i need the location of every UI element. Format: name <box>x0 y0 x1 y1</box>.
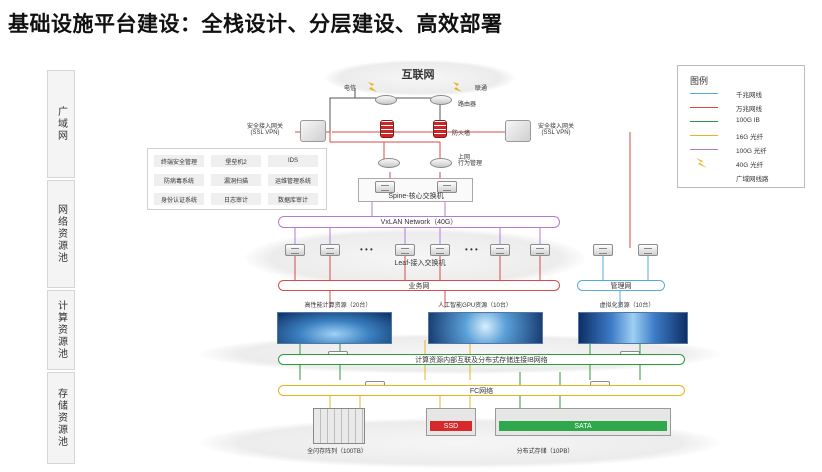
security-chip-log-audit: 日志审计 <box>211 193 261 205</box>
leaf-switch-icon-6 <box>530 244 550 256</box>
mgmt-switch-icon-2 <box>638 244 658 256</box>
legend-swatch-10g <box>690 107 718 108</box>
distributed-storage-label: 分布式存储（10PB） <box>516 449 574 455</box>
sata-storage-unit: SATA <box>495 408 671 436</box>
leaf-switch-icon-1 <box>285 244 305 256</box>
ssd-storage-unit: SSD <box>426 408 476 436</box>
zone-network-pool: 网络资源池 <box>47 180 75 288</box>
legend-item: 100G 光纤 <box>690 144 800 155</box>
vpn-gateway-right-icon <box>505 120 531 142</box>
router-icon-2 <box>430 95 452 105</box>
leaf-ellipsis-right: • • • <box>465 245 478 254</box>
router-label: 路由器 <box>458 102 477 108</box>
zone-storage-pool: 存储资源池 <box>47 372 75 464</box>
spine-switch-group: Spine-核心交换机 <box>358 178 473 202</box>
leaf-switch-icon-4 <box>430 244 450 256</box>
security-chip-antivirus: 防病毒系统 <box>154 174 204 186</box>
lightning-icon <box>696 158 707 168</box>
security-chip-vuln-scan: 漏洞扫描 <box>211 174 261 186</box>
legend-swatch-gigabit <box>690 93 718 94</box>
spine-switch-icon-2 <box>437 181 457 193</box>
vpn-right-label: 安全接入网关 (SSL VPN) <box>538 124 575 136</box>
firewall-icon-left <box>380 120 394 138</box>
vpn-left-label: 安全接入网关 (SSL VPN) <box>247 124 284 136</box>
business-network-bar: 业务网 <box>278 280 560 291</box>
security-chip-ops: 运维管理系统 <box>268 174 318 186</box>
legend-swatch-100g-fiber <box>690 149 718 150</box>
ai-label: 人工智能GPU资源（10台） <box>438 303 512 309</box>
mgmt-switch-icon-1 <box>593 244 613 256</box>
page-title: 基础设施平台建设：全栈设计、分层建设、高效部署 <box>8 13 503 36</box>
legend-item: 万兆网线 <box>690 102 800 113</box>
all-flash-label: 全闪存阵列（100TB） <box>307 449 367 455</box>
leaf-switch-icon-2 <box>320 244 340 256</box>
zone-wan: 广域网 <box>47 70 75 178</box>
cloud-band-network <box>245 228 585 288</box>
vpn-gateway-left-icon <box>300 120 326 142</box>
leaf-switch-icon-5 <box>490 244 510 256</box>
legend-title: 图例 <box>690 76 709 86</box>
isp-right-label: 联通 <box>475 86 488 92</box>
security-chip-ids: IDS <box>268 155 318 167</box>
security-systems-panel: 终端安全管理 堡垒机2 IDS 防病毒系统 漏洞扫描 运维管理系统 身份认证系统… <box>147 148 327 210</box>
spine-label: Spine-核心交换机 <box>388 193 444 200</box>
leaf-label: Leaf-接入交换机 <box>394 260 446 267</box>
behavior-mgmt-icon-right <box>430 158 452 168</box>
zone-storage-label: 存储资源池 <box>55 388 67 448</box>
legend-label: 广域网线路 <box>736 176 769 183</box>
security-chip-db-audit: 数据库审计 <box>268 193 318 205</box>
business-links <box>294 256 541 308</box>
behavior-mgmt-icon-left <box>378 158 400 168</box>
legend-swatch-100g-ib <box>690 121 718 122</box>
firewall-icon-right <box>433 120 447 138</box>
security-chip-bastion: 堡垒机2 <box>211 155 261 167</box>
virtualization-image <box>578 312 688 344</box>
lightning-marks <box>368 82 462 92</box>
legend-item: 100G IB <box>690 116 800 126</box>
legend-label: 千兆网线 <box>736 92 762 99</box>
ib-network-bar: 计算资源内部互联及分布式存储连接IB网络 <box>278 354 685 365</box>
legend-item: 广域网线路 <box>690 172 800 183</box>
behavior-label: 上网 行为管理 <box>458 155 483 167</box>
zone-wan-label: 广域网 <box>55 106 67 142</box>
ssd-badge: SSD <box>430 421 472 431</box>
legend-item: 千兆网线 <box>690 88 800 99</box>
all-flash-array-icon <box>313 408 365 444</box>
spine-switch-icon-1 <box>375 181 395 193</box>
sata-badge: SATA <box>499 421 667 431</box>
legend-label: 100G 光纤 <box>736 148 767 155</box>
legend-box: 图例 千兆网线 万兆网线 100G IB 16G 光纤 100G 光纤 40G … <box>677 65 805 188</box>
internet-label: 互联网 <box>401 69 435 81</box>
hpc-label: 高性能计算资源（20台） <box>304 303 372 309</box>
vxlan-network-bar: VxLAN Network（40G） <box>278 216 560 228</box>
security-chip-auth: 身份认证系统 <box>154 193 204 205</box>
isp-left-label: 电信 <box>344 86 357 92</box>
legend-label: 16G 光纤 <box>736 134 764 141</box>
firewall-label: 防火墙 <box>452 131 471 137</box>
legend-label: 40G 光纤 <box>736 162 764 169</box>
zone-compute-pool: 计算资源池 <box>47 290 75 370</box>
fc-network-bar: FC网络 <box>278 385 685 396</box>
management-links <box>602 256 649 308</box>
security-chip-endpoint: 终端安全管理 <box>154 155 204 167</box>
vxlan-links <box>294 200 541 244</box>
zone-compute-label: 计算资源池 <box>55 300 67 360</box>
leaf-ellipsis-left: • • • <box>360 245 373 254</box>
legend-label: 万兆网线 <box>736 106 762 113</box>
legend-item: 40G 光纤 <box>690 158 800 169</box>
zone-network-label: 网络资源池 <box>55 204 67 264</box>
legend-swatch-16g-fiber <box>690 135 718 136</box>
virt-label: 虚拟化资源（10台） <box>599 303 655 309</box>
legend-label: 100G IB <box>736 117 760 124</box>
legend-item: 16G 光纤 <box>690 130 800 141</box>
management-network-bar: 管理网 <box>577 280 665 291</box>
leaf-switch-icon-3 <box>395 244 415 256</box>
hpc-cloud-image <box>277 312 392 344</box>
ai-gpu-image <box>428 312 543 344</box>
router-icon <box>375 95 397 105</box>
cloud-band-internet <box>325 60 515 96</box>
